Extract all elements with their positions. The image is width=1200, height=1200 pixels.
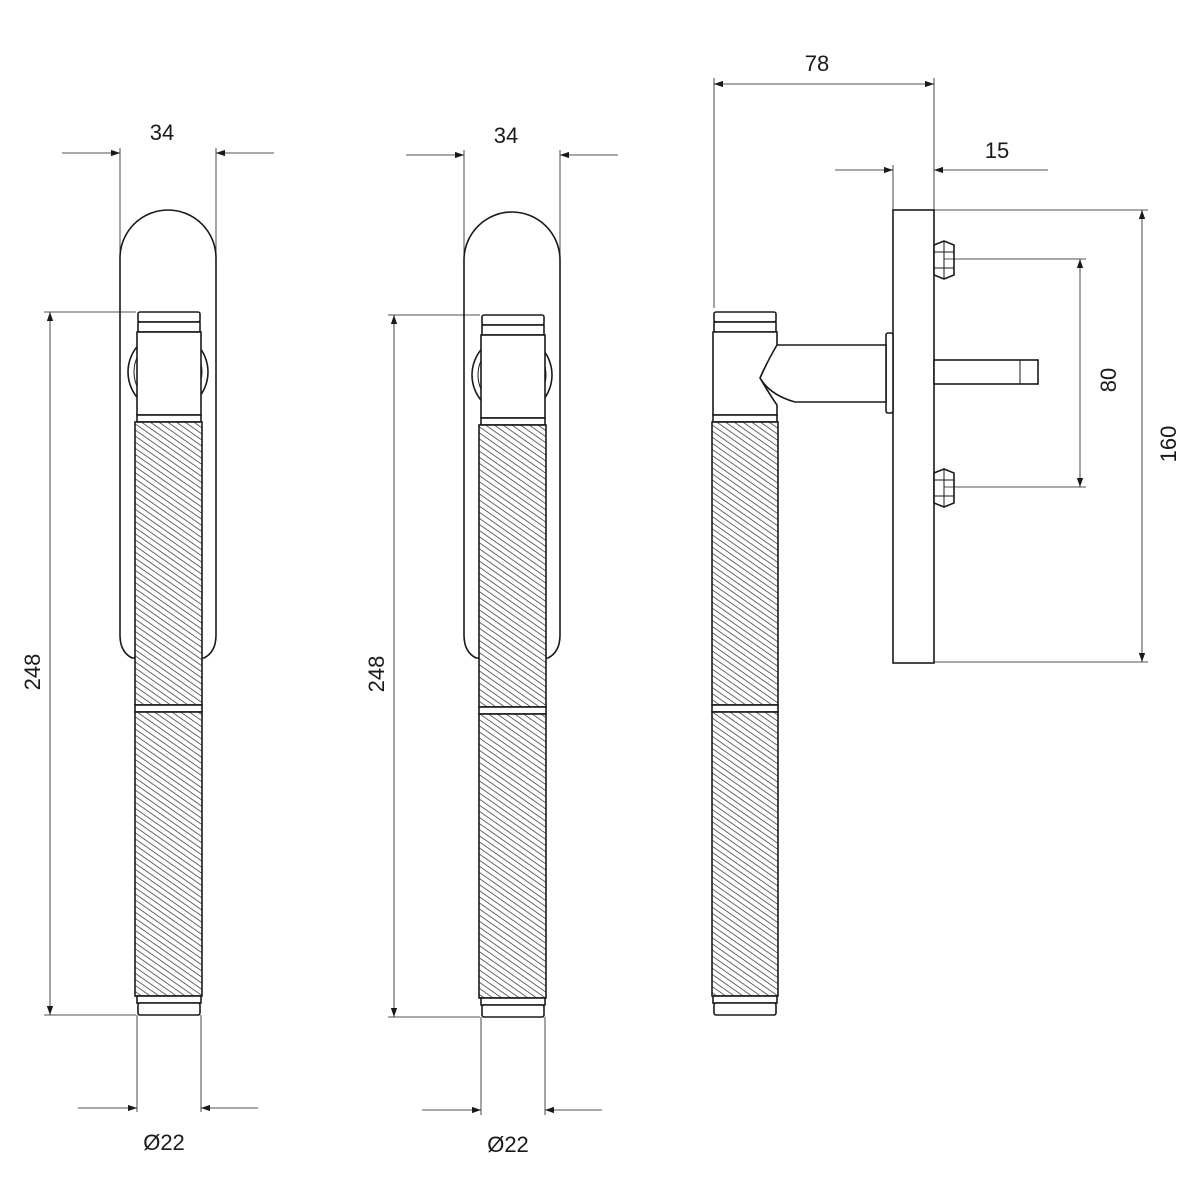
neck-ring [712,414,778,423]
upper-knurled-grip [134,421,203,706]
bottom-cap [713,1002,777,1016]
bottom-cap [481,1004,545,1018]
diameter-dimension: Ø22 [78,1015,258,1155]
neck-ring [136,414,202,423]
top-cap [137,311,201,323]
upper-knurled-grip [478,424,547,708]
bottom-cap-ring [480,997,546,1006]
top-cap [481,314,545,326]
length-dimension: 248 [364,314,480,1018]
lower-knurled-grip [478,713,547,999]
front-view-2: 34 248 Ø22 [364,123,618,1157]
collar [885,332,894,414]
front-view-1: 34 248 Ø22 [20,120,274,1155]
top-cap-ring [481,324,545,336]
side-view: 78 15 80 160 [711,51,1181,1016]
bottom-cap-ring [712,995,778,1004]
top-cap-ring [137,321,201,333]
lower-knurled-grip [134,711,203,997]
lever-arm [759,344,887,403]
width-dimension: 34 [406,123,618,260]
plate-height-dimension: 160 [934,209,1181,663]
neck-ring [480,417,546,426]
width-label: 34 [150,120,174,145]
width-dimension: 34 [62,120,274,258]
diameter-label: Ø22 [143,1130,185,1155]
fixing-centres-label: 80 [1096,368,1121,392]
diameter-label: Ø22 [487,1132,529,1157]
neck [136,331,202,416]
thickness-dimension: 15 [835,138,1048,210]
grip-ring [134,704,203,713]
width-label: 34 [494,123,518,148]
grip-ring [711,704,779,713]
bottom-cap [137,1002,201,1016]
top-cap-ring [713,321,777,333]
length-label: 248 [364,656,389,693]
length-label: 248 [20,654,45,691]
projection-dimension: 78 [713,51,935,308]
thickness-label: 15 [985,138,1009,163]
top-cap [713,311,777,323]
grip-ring [478,706,547,715]
spindle [933,359,1039,385]
fixing-centres-dimension: 80 [944,258,1121,488]
plate-height-label: 160 [1156,426,1181,463]
projection-label: 78 [805,51,829,76]
neck [712,331,778,416]
bottom-cap-ring [136,995,202,1004]
diameter-dimension: Ø22 [422,1017,602,1157]
lower-knurled-grip [711,711,779,997]
lower-screw [933,468,955,508]
length-dimension: 248 [20,311,136,1016]
neck [480,334,546,419]
upper-screw [933,240,955,280]
upper-knurled-grip [711,421,779,706]
side-backplate [892,209,935,664]
